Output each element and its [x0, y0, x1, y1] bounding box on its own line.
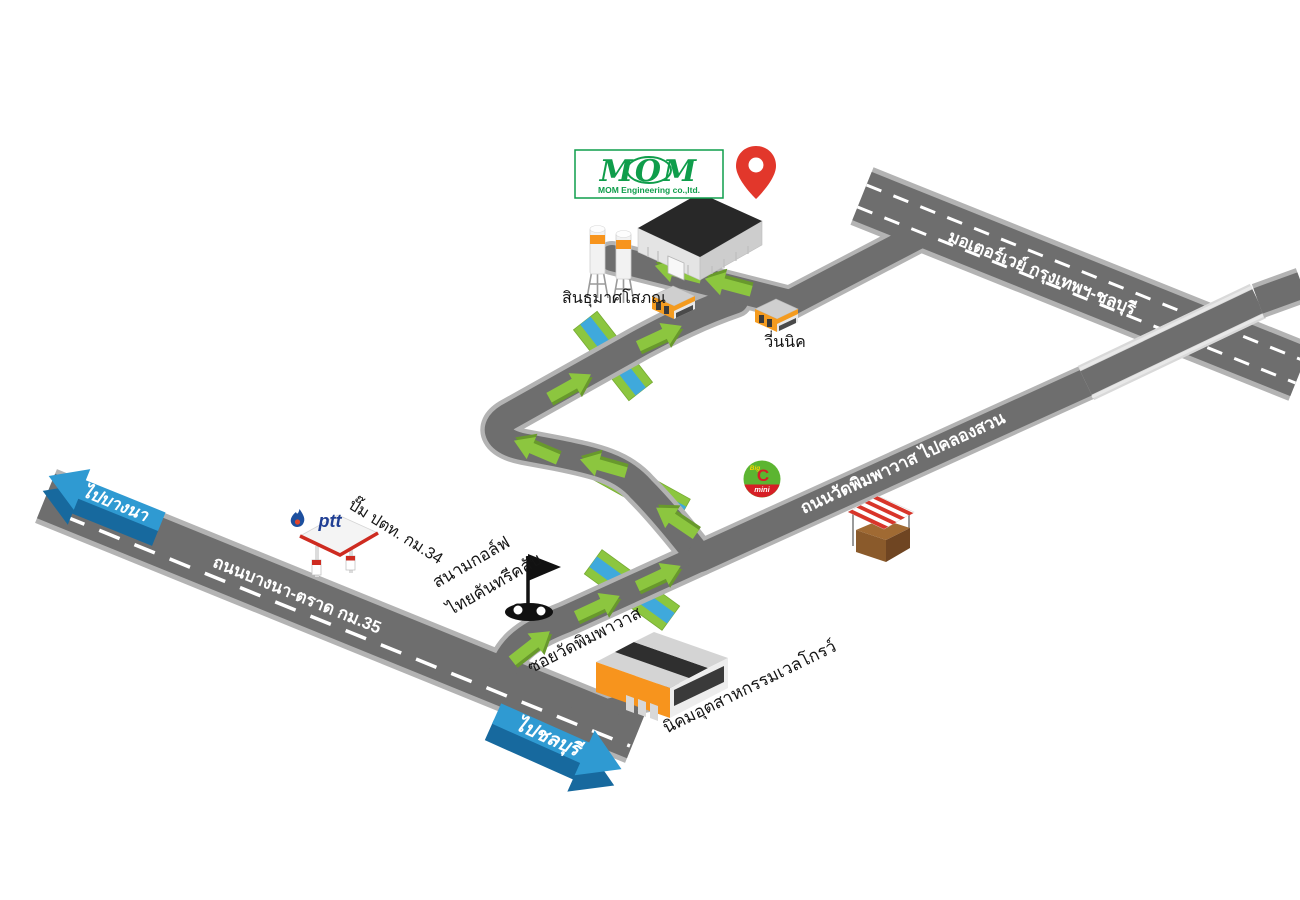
market-stall — [847, 495, 915, 562]
mom-logo: MOM MOM Engineering co.,ltd. — [574, 149, 724, 199]
bigc-mini-text: mini — [754, 485, 770, 494]
label-concrete-plant: สินธุมาศโสภณ — [562, 288, 666, 308]
mom-logo-subtitle: MOM Engineering co.,ltd. — [598, 185, 700, 195]
ptt-gas-station: ptt — [290, 509, 379, 577]
label-wat-phimphawat-road: ถนนวัดพิมพาวาส ไปคลองสวน — [797, 407, 1008, 517]
silo-icon — [586, 224, 609, 299]
road-factory-access — [599, 245, 803, 316]
road-wat-phimphawat — [686, 366, 1106, 572]
road-motorway — [852, 171, 1300, 397]
bigc-mini-logo: Big C mini — [741, 458, 783, 500]
label-vinic: วี่นนิค — [764, 330, 806, 351]
lane-markings — [63, 183, 1300, 748]
overpass-bridge — [1077, 268, 1300, 401]
road-fills — [36, 171, 1300, 759]
mom-warehouse-building — [637, 193, 763, 281]
wellgrow-factory-building — [596, 632, 728, 721]
sign-to-chonburi: ไปชลบุรี — [484, 703, 622, 792]
sign-to-bangna: ไปบางนา — [42, 469, 166, 546]
bigc-c-text: C — [757, 466, 769, 485]
location-pin-icon — [736, 146, 776, 199]
ptt-flame-icon — [290, 509, 305, 527]
bigc-big-text: Big — [750, 465, 761, 472]
golf-flag-icon — [505, 554, 561, 621]
ptt-logo-text: ptt — [318, 511, 343, 531]
